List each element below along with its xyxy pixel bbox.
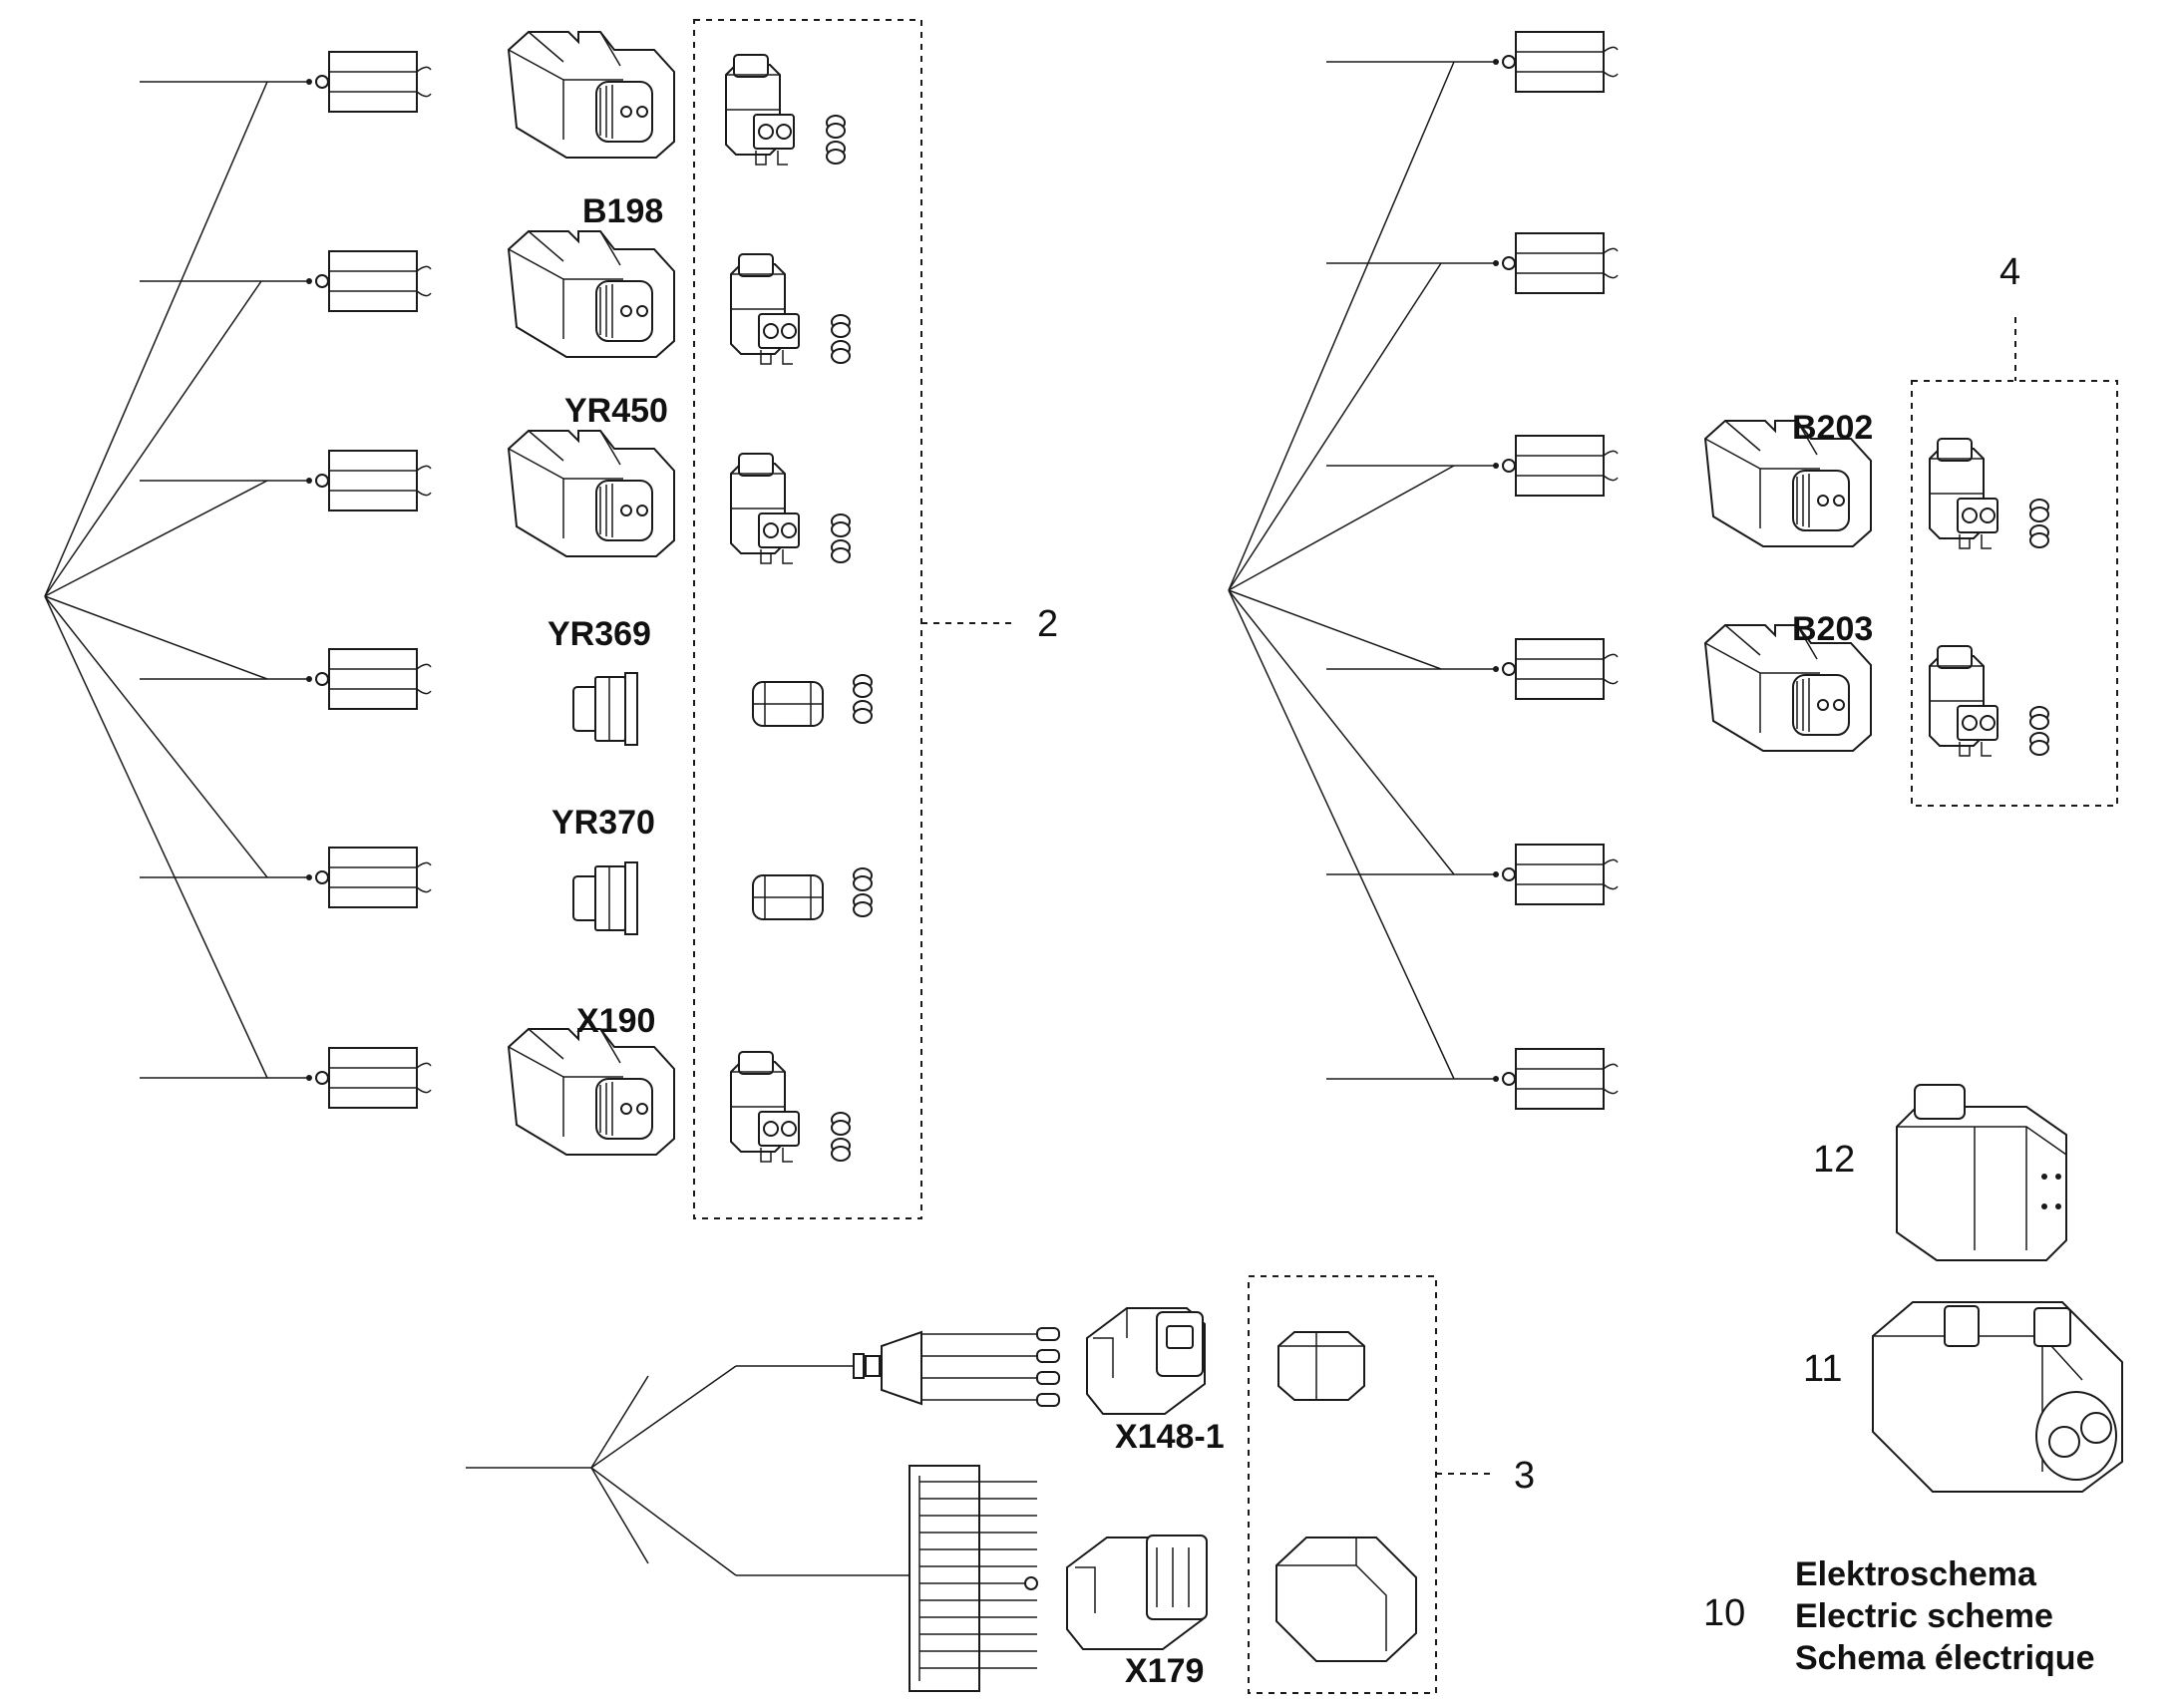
x148-1-breakout <box>853 1327 1060 1407</box>
group-3-box <box>1248 1275 1437 1694</box>
item-12-plug-icon <box>1896 1084 2067 1261</box>
callout-3: 3 <box>1514 1455 1535 1497</box>
connector-x148-1-icon <box>1086 1307 1206 1415</box>
x179-breakout <box>908 1465 1038 1692</box>
label-x190: X190 <box>576 1002 655 1040</box>
plug-x179-icon <box>1275 1537 1417 1662</box>
label-x179: X179 <box>1125 1652 1204 1690</box>
callout-12: 12 <box>1813 1139 1855 1181</box>
plug-3-icon <box>730 453 851 564</box>
plug-b202-icon <box>1929 438 2049 549</box>
connector-x190-icon <box>508 1028 675 1156</box>
left-breakout-1 <box>139 51 432 113</box>
plug-4-icon <box>752 674 873 727</box>
connector-b198-icon <box>508 31 675 159</box>
label-b198: B198 <box>582 192 663 230</box>
label-yr370: YR370 <box>551 804 655 842</box>
right-breakout-6 <box>1325 1048 1619 1110</box>
connector-x179-icon <box>1066 1535 1208 1650</box>
legend-line-de: Elektroschema <box>1795 1555 2037 1593</box>
connector-yr450b-icon <box>508 430 675 557</box>
label-yr450: YR450 <box>564 392 668 430</box>
label-b202: B202 <box>1792 409 1873 447</box>
left-breakout-2 <box>139 250 432 312</box>
right-breakout-2 <box>1325 232 1619 294</box>
right-breakout-4 <box>1325 638 1619 700</box>
right-harness-wires <box>1228 61 1455 1080</box>
item-11-receptacle-icon <box>1872 1301 2123 1493</box>
left-harness-wires <box>44 81 268 1079</box>
connector-yr369-icon <box>572 672 638 746</box>
right-breakout-3 <box>1325 435 1619 497</box>
callout-11: 11 <box>1803 1348 1842 1390</box>
plug-x148-1-icon <box>1277 1331 1365 1401</box>
left-breakout-4 <box>139 648 432 710</box>
plug-1-icon <box>725 54 846 166</box>
legend-line-fr: Schema électrique <box>1795 1639 2094 1677</box>
left-breakout-3 <box>139 450 432 512</box>
label-b203: B203 <box>1792 610 1873 648</box>
callout-2: 2 <box>1037 603 1058 645</box>
bottom-harness-wires <box>466 1365 909 1576</box>
group-2-box <box>693 19 922 1219</box>
callout-10: 10 <box>1703 1592 1745 1634</box>
label-x148-1: X148-1 <box>1115 1418 1225 1456</box>
plug-5-icon <box>752 867 873 920</box>
callout-4: 4 <box>1999 251 2020 293</box>
left-breakout-6 <box>139 1047 432 1109</box>
plug-b203-icon <box>1929 645 2049 757</box>
plug-2-icon <box>730 253 851 365</box>
left-breakout-5 <box>139 847 432 908</box>
group-4-box <box>1911 380 2118 807</box>
plug-6-icon <box>730 1051 851 1163</box>
legend-line-en: Electric scheme <box>1795 1597 2053 1635</box>
right-breakout-1 <box>1325 31 1619 93</box>
label-yr369: YR369 <box>547 615 651 653</box>
connector-yr450-icon <box>508 230 675 358</box>
connector-yr370-icon <box>572 861 638 935</box>
